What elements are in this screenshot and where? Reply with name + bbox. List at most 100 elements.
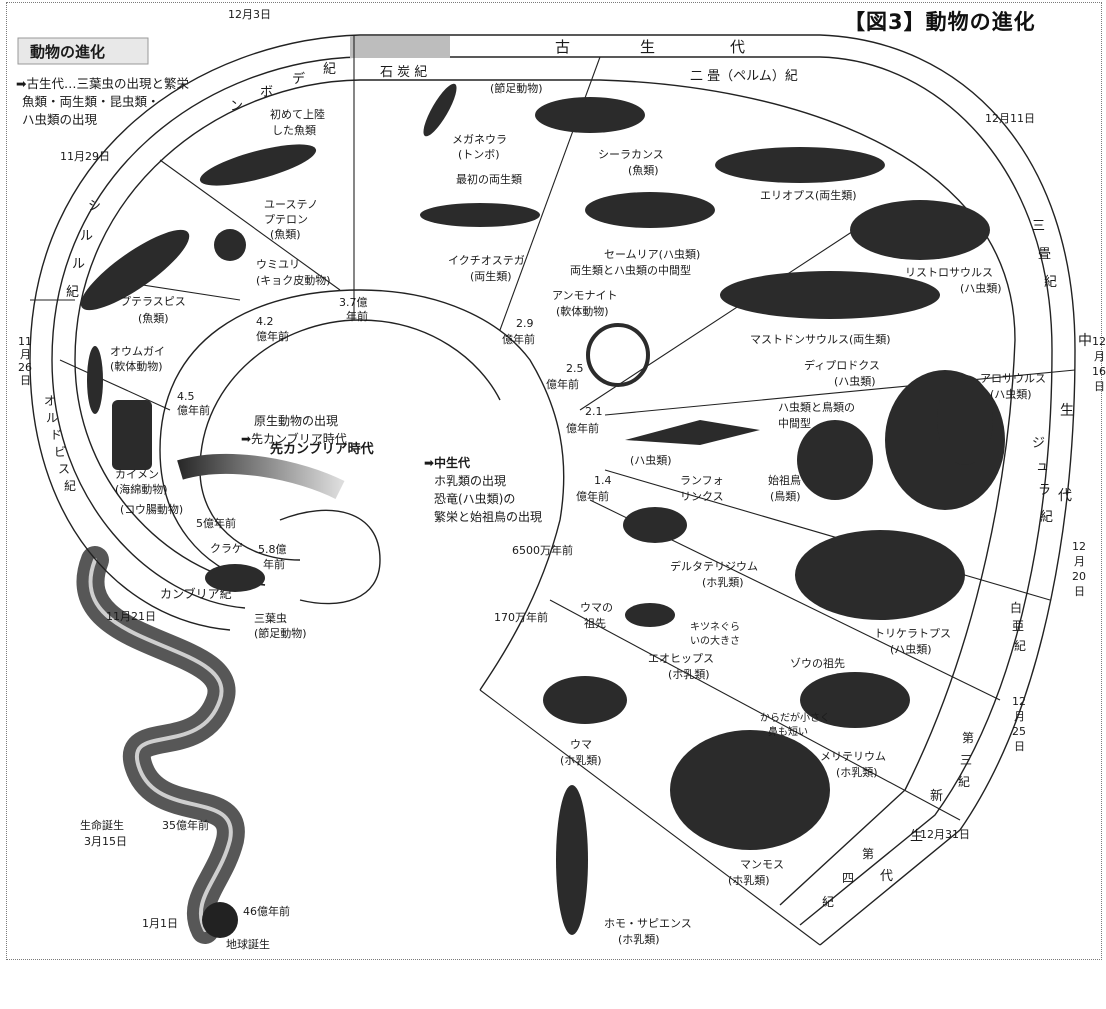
period-devonian-4: 紀 — [323, 62, 336, 77]
label-meganeura-1: メガネウラ — [452, 133, 507, 146]
trilobite-illustration — [205, 564, 265, 592]
label-eohippus-1: エオヒップス — [648, 652, 714, 665]
age-5: 5億年前 — [196, 516, 236, 530]
eohippus-illustration — [625, 603, 675, 627]
centre-mesozoic-1: ➡中生代 — [424, 455, 470, 470]
label-horse-ancestor-2: 祖先 — [584, 616, 606, 630]
allosaurus-illustration — [937, 375, 993, 465]
date-dec20-2: 月 — [1074, 555, 1085, 568]
date-dec20-1: 12 — [1072, 540, 1086, 553]
period-carboniferous: 石 炭 紀 — [380, 65, 427, 80]
date-nov26-4: 日 — [20, 374, 31, 387]
label-archaeopteryx-1: 始祖鳥 — [768, 473, 801, 487]
header-badge-text: 動物の進化 — [30, 43, 105, 61]
period-quaternary-2: 四 — [842, 871, 854, 885]
period-quaternary-3: 紀 — [822, 895, 834, 909]
label-first-land-fish-1: 初めて上陸 — [270, 107, 325, 121]
period-jurassic-2: ュ — [1036, 459, 1049, 474]
label-pteraspis-1: プテラスピス — [120, 295, 186, 308]
archaeopteryx-illustration — [797, 420, 873, 500]
label-meganeura-2: (トンボ) — [458, 148, 500, 161]
period-ordovician-3: ド — [50, 428, 62, 442]
age-42-2: 億年前 — [256, 329, 289, 343]
label-coelacanth-1: シーラカンス — [598, 148, 664, 161]
date-dec16-2: 月 — [1094, 350, 1105, 363]
period-triassic-2: 畳 — [1038, 247, 1051, 262]
label-earth-birth: 地球誕生 — [226, 937, 270, 951]
age-35: 35億年前 — [162, 818, 209, 832]
age-29-2: 億年前 — [502, 332, 535, 346]
label-deltatheridium-2: (ホ乳類) — [702, 576, 744, 589]
label-horse-2: (ホ乳類) — [560, 754, 602, 767]
period-silurian-4: 紀 — [66, 285, 79, 300]
label-triceratops-1: トリケラトプス — [874, 627, 951, 640]
sponge-illustration — [112, 400, 152, 470]
period-silurian-2: ル — [80, 229, 93, 244]
period-quaternary-1: 第 — [862, 847, 874, 861]
label-intermediate-2: 中間型 — [778, 416, 811, 430]
age-170m: 170万年前 — [494, 610, 548, 624]
meganeura-illustration — [418, 80, 462, 140]
label-trilobite-2: (節足動物) — [254, 626, 307, 640]
label-moeritherium-2: (ホ乳類) — [836, 766, 878, 779]
homo-sapiens-illustration — [556, 785, 588, 935]
period-ordovician-6: 紀 — [64, 479, 76, 493]
date-dec16-1: 12 — [1092, 335, 1106, 348]
header-note-line-1: ➡古生代…三葉虫の出現と繁栄 — [16, 76, 189, 91]
period-tertiary-2: 三 — [960, 753, 972, 767]
date-nov21: 11月21日 — [106, 610, 156, 623]
age-37-1: 3.7億 — [339, 296, 368, 309]
period-triassic-3: 紀 — [1044, 275, 1057, 290]
pterosaur-illustration — [625, 420, 760, 445]
label-deltatheridium-1: デルタテリジウム — [670, 559, 758, 573]
period-ordovician-5: ス — [58, 462, 70, 476]
label-sponge-2: (海綿動物) — [115, 482, 168, 496]
date-jan1: 1月1日 — [142, 917, 178, 930]
period-tertiary-3: 紀 — [958, 775, 970, 789]
era-paleozoic-3: 代 — [730, 38, 745, 56]
date-dec25-3: 25 — [1012, 725, 1026, 738]
period-tertiary-1: 第 — [962, 731, 974, 745]
date-dec25-2: 月 — [1014, 710, 1025, 723]
period-ordovician-4: ビ — [54, 445, 66, 459]
coelacanth-illustration — [535, 97, 645, 133]
label-nautiloid-2: (軟体動物) — [110, 359, 163, 373]
seymouria-illustration — [585, 192, 715, 228]
label-mastodonsaurus: マストドンサウルス(両生類) — [750, 332, 891, 346]
age-14-1: 1.4 — [594, 474, 612, 487]
period-devonian-2: ボ — [260, 85, 273, 100]
label-eohippus-2: (ホ乳類) — [668, 668, 710, 681]
date-dec31: 12月31日 — [920, 828, 970, 841]
date-dec20-3: 20 — [1072, 570, 1086, 583]
label-first-land-fish-2: した魚類 — [272, 124, 316, 137]
label-seymouria-2: 両生類とハ虫類の中間型 — [570, 263, 691, 277]
date-dec16-4: 日 — [1094, 380, 1105, 393]
label-triceratops-2: (ハ虫類) — [890, 643, 932, 656]
period-devonian-1: デ — [292, 71, 305, 87]
label-diplodocus-1: ディプロドクス — [804, 358, 880, 372]
period-devonian-3: ン — [230, 99, 243, 114]
era-paleozoic-1: 古 — [555, 38, 570, 56]
centre-precambrian: ➡先カンブリア時代 — [241, 431, 347, 446]
label-trilobite-1: 三葉虫 — [254, 611, 287, 625]
horse-illustration — [543, 676, 627, 724]
period-permian: 二 畳（ペルム）紀 — [690, 69, 798, 84]
date-nov29: 11月29日 — [60, 150, 110, 163]
label-seymouria-1: セームリア(ハ虫類) — [604, 248, 700, 261]
age-29-1: 2.9 — [516, 317, 534, 330]
label-arthropod: (節足動物) — [490, 81, 543, 95]
age-45-2: 億年前 — [177, 403, 210, 417]
earth-icon — [202, 902, 238, 938]
period-cretaceous-3: 紀 — [1014, 639, 1026, 653]
nautiloid-illustration — [87, 346, 103, 414]
era-mesozoic-1: 中 — [1078, 333, 1092, 349]
date-dec16-3: 16 — [1092, 365, 1106, 378]
label-pterosaur: (ハ虫類) — [630, 454, 672, 467]
lystrosaurus-illustration — [850, 200, 990, 260]
era-paleozoic-2: 生 — [640, 38, 655, 56]
period-jurassic-3: ラ — [1038, 483, 1051, 498]
label-homo-sapiens-2: (ホ乳類) — [618, 933, 660, 946]
era-cenozoic-3: 代 — [880, 869, 893, 884]
date-life-birth-1: 生命誕生 — [80, 818, 124, 832]
